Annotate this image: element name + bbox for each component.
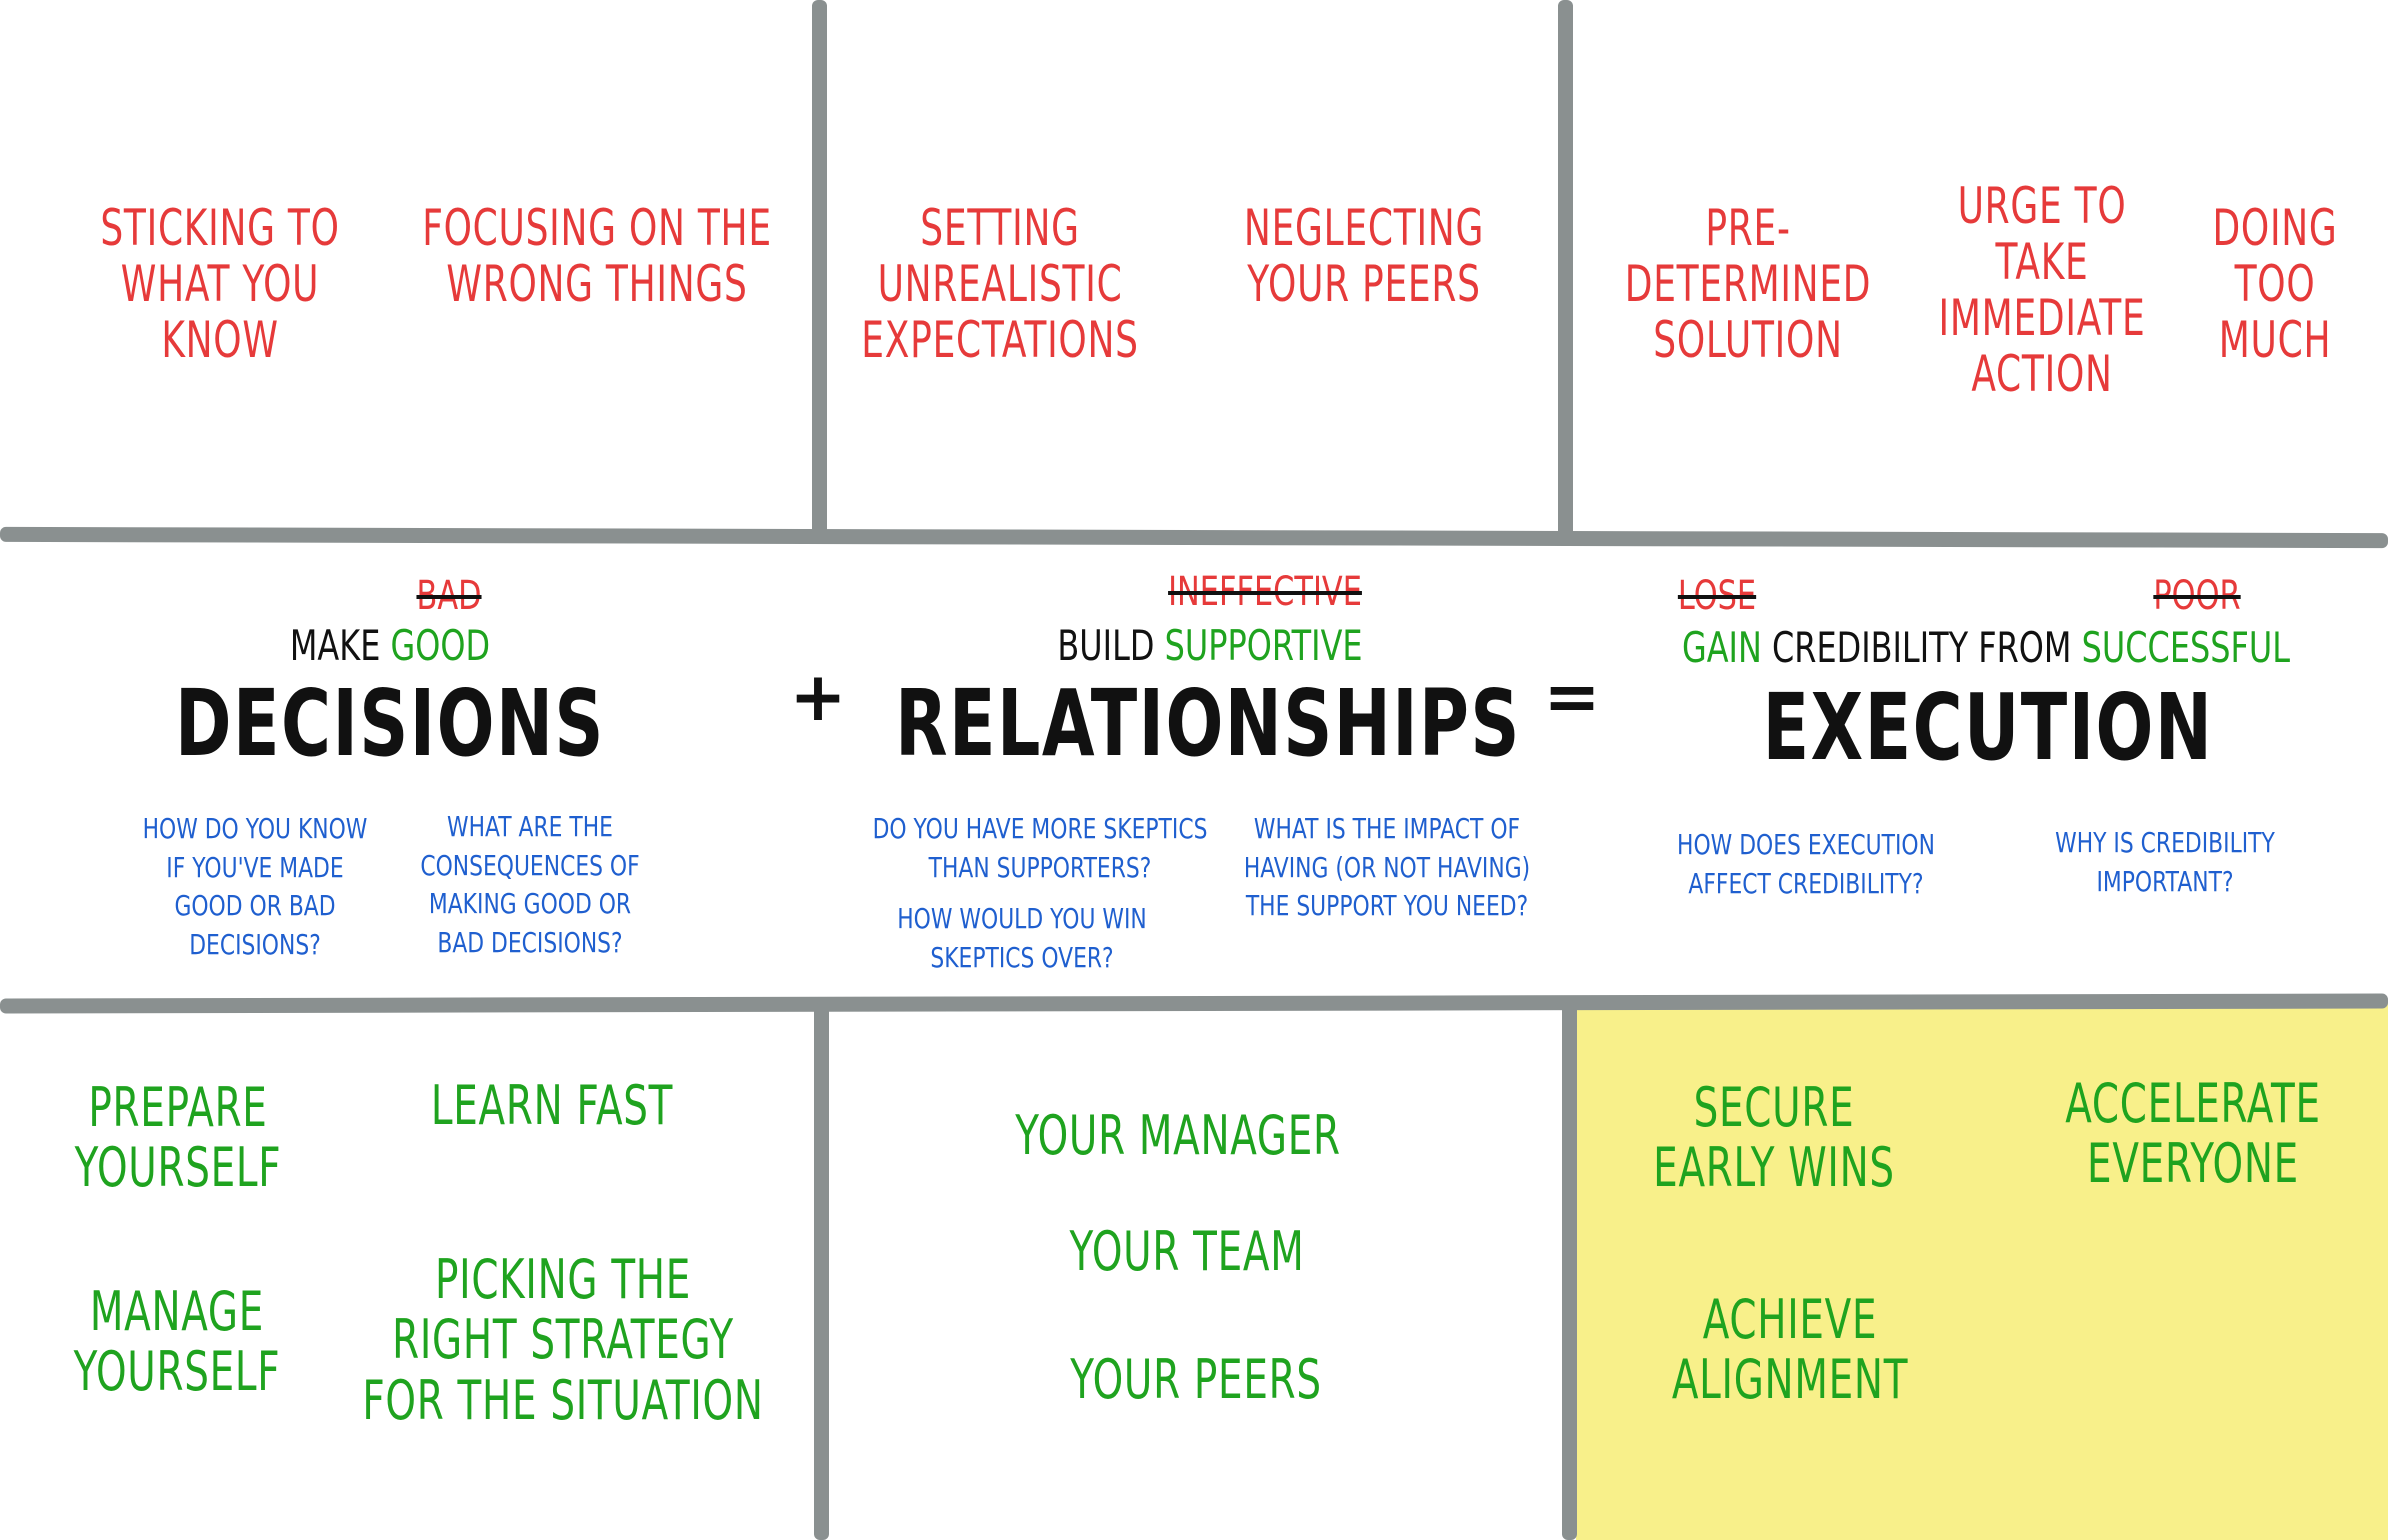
action-achieve-alignment: ACHIEVE ALIGNMENT: [1671, 1288, 1909, 1412]
plus-operator: +: [789, 658, 847, 737]
action-manage-yourself: MANAGE YOURSELF: [73, 1280, 281, 1404]
pitfall-urge-immediate-action: URGE TO TAKE IMMEDIATE ACTION: [1938, 177, 2146, 403]
stakeholder-your-team: YOUR TEAM: [1069, 1220, 1305, 1283]
struck-word-poor: POOR: [2153, 573, 2241, 619]
action-learn-fast: LEARN FAST: [430, 1074, 674, 1137]
highlight-cell-bottom-right: [1576, 1003, 2388, 1540]
grid-line-vertical-top-right: [1558, 0, 1573, 537]
pitfall-focusing-on-wrong-things: FOCUSING ON THE WRONG THINGS: [422, 199, 772, 313]
action-picking-right-strategy: PICKING THE RIGHT STRATEGY FOR THE SITUA…: [362, 1248, 764, 1432]
execution-question-2: WHY IS CREDIBILITY IMPORTANT?: [2055, 826, 2275, 898]
decisions-question-2: WHAT ARE THE CONSEQUENCES OF MAKING GOOD…: [420, 810, 640, 959]
stakeholder-your-manager: YOUR MANAGER: [1015, 1104, 1341, 1167]
action-secure-early-wins: SECURE EARLY WINS: [1653, 1076, 1895, 1200]
pitfall-doing-too-much: DOING TOO MUCH: [2212, 199, 2338, 369]
relationships-lead-plain: BUILD: [1057, 621, 1155, 670]
relationships-question-1: DO YOU HAVE MORE SKEPTICS THAN SUPPORTER…: [872, 812, 1208, 884]
pitfall-predetermined-solution: PRE- DETERMINED SOLUTION: [1624, 199, 1872, 369]
decisions-question-1: HOW DO YOU KNOW IF YOU'VE MADE GOOD OR B…: [142, 812, 368, 961]
action-prepare-yourself: PREPARE YOURSELF: [74, 1076, 282, 1200]
struck-word-lose: LOSE: [1677, 573, 1757, 619]
grid-line-vertical-bottom-right: [1562, 1003, 1577, 1540]
relationships-question-2: HOW WOULD YOU WIN SKEPTICS OVER?: [897, 902, 1147, 974]
relationships-title: RELATIONSHIPS: [895, 670, 1521, 777]
grid-line-vertical-top-left: [812, 0, 827, 537]
execution-title: EXECUTION: [1762, 674, 2214, 781]
decisions-title: DECISIONS: [175, 670, 605, 777]
grid-line-vertical-bottom-left: [814, 1003, 829, 1540]
struck-word-ineffective: INEFFECTIVE: [1168, 569, 1362, 615]
decisions-lead-line: MAKE GOOD: [290, 622, 490, 669]
decisions-lead-plain: MAKE: [289, 621, 381, 670]
struck-word-bad: BAD: [416, 573, 482, 619]
grid-line-horizontal-top: [0, 526, 2388, 549]
relationships-lead-line: BUILD SUPPORTIVE: [1057, 622, 1362, 669]
execution-lead-line: GAIN CREDIBILITY FROM SUCCESSFUL: [1682, 624, 2290, 671]
pitfall-sticking-to-what-you-know: STICKING TO WHAT YOU KNOW: [100, 199, 340, 369]
stakeholder-your-peers: YOUR PEERS: [1070, 1348, 1322, 1411]
relationships-lead-green: SUPPORTIVE: [1164, 621, 1363, 670]
execution-lead-green-2: SUCCESSFUL: [2081, 623, 2291, 672]
relationships-question-3: WHAT IS THE IMPACT OF HAVING (OR NOT HAV…: [1243, 812, 1531, 923]
equals-operator: =: [1543, 658, 1601, 737]
decisions-lead-green: GOOD: [390, 621, 491, 670]
execution-lead-green-1: GAIN: [1681, 623, 1762, 672]
execution-question-1: HOW DOES EXECUTION AFFECT CREDIBILITY?: [1677, 828, 1935, 900]
execution-lead-plain: CREDIBILITY FROM: [1771, 623, 2072, 672]
pitfall-neglecting-peers: NEGLECTING YOUR PEERS: [1243, 199, 1485, 313]
action-accelerate-everyone: ACCELERATE EVERYONE: [2065, 1072, 2321, 1196]
pitfall-unrealistic-expectations: SETTING UNREALISTIC EXPECTATIONS: [861, 199, 1139, 369]
